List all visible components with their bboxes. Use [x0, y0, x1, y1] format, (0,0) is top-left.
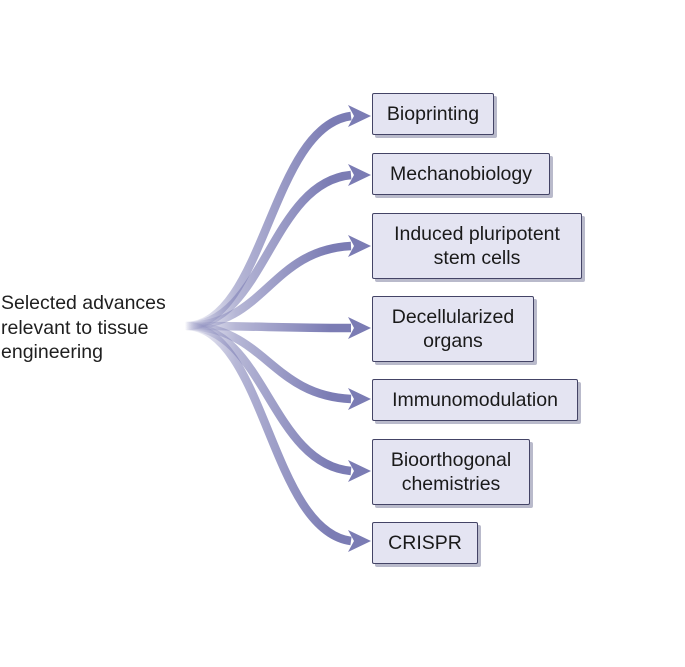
- arrowhead-induced-pluripotent-stem-cells: [348, 235, 371, 257]
- target-box-bioorthogonal-chemistries: Bioorthogonal chemistries: [372, 439, 530, 505]
- arrowhead-decellularized-organs: [348, 317, 371, 339]
- target-box-mechanobiology: Mechanobiology: [372, 153, 550, 195]
- target-label-induced-pluripotent-stem-cells: Induced pluripotent stem cells: [394, 223, 560, 269]
- arrowhead-mechanobiology: [348, 164, 371, 186]
- arrowhead-bioorthogonal-chemistries: [348, 460, 371, 482]
- target-label-bioorthogonal-chemistries: Bioorthogonal chemistries: [390, 449, 512, 495]
- arrow-shaft-bioprinting: [184, 111, 352, 331]
- target-label-bioprinting: Bioprinting: [386, 103, 480, 125]
- arrowhead-bioprinting: [348, 105, 371, 127]
- target-box-induced-pluripotent-stem-cells: Induced pluripotent stem cells: [372, 213, 582, 279]
- target-box-bioprinting: Bioprinting: [372, 93, 494, 135]
- target-box-immunomodulation: Immunomodulation: [372, 379, 578, 421]
- arrowhead-crispr: [348, 530, 371, 552]
- arrowhead-immunomodulation: [348, 388, 371, 410]
- target-box-decellularized-organs: Decellularized organs: [372, 296, 534, 362]
- target-label-crispr: CRISPR: [388, 532, 462, 554]
- target-label-mechanobiology: Mechanobiology: [389, 163, 532, 185]
- target-label-decellularized-organs: Decellularized organs: [391, 306, 515, 352]
- target-label-immunomodulation: Immunomodulation: [392, 389, 558, 411]
- arrow-shaft-crispr: [184, 321, 352, 546]
- source-label: Selected advances relevant to tissue eng…: [1, 292, 166, 363]
- target-box-crispr: CRISPR: [372, 522, 478, 564]
